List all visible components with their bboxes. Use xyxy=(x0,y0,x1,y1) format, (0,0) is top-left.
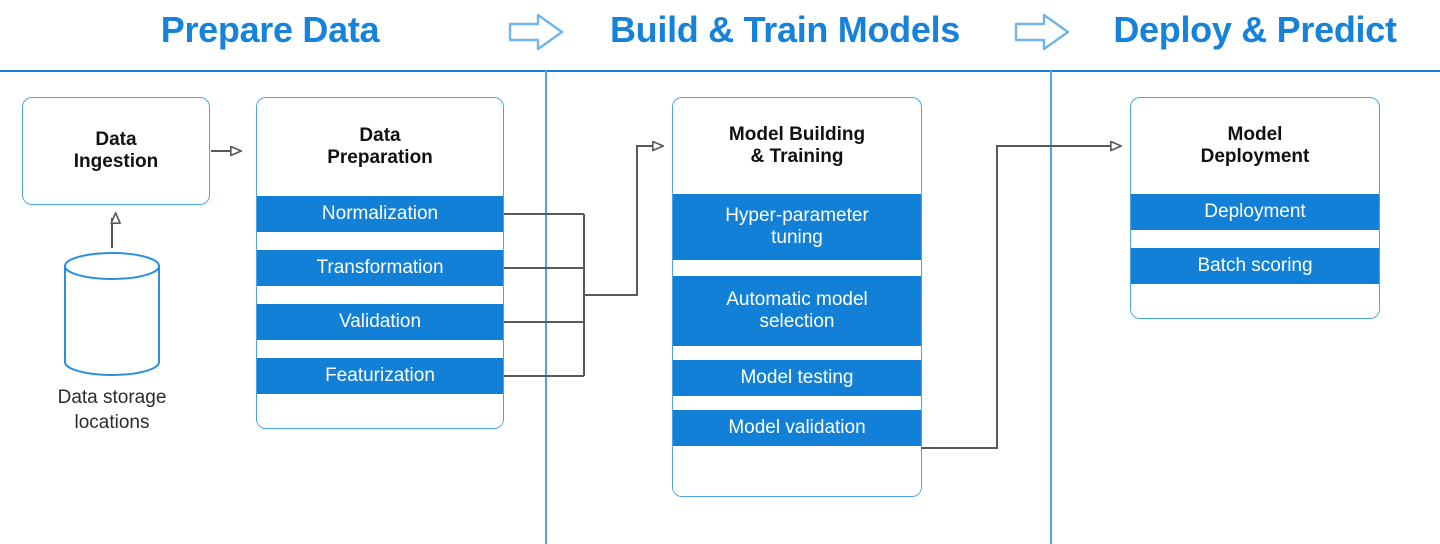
cylinder-icon xyxy=(62,250,162,378)
storage-label: Data storage locations xyxy=(57,387,167,433)
connector-building-to-deployment xyxy=(921,146,1111,449)
card-data-preparation[interactable]: Data Preparation Normalization Transform… xyxy=(256,97,504,429)
list-item-validation[interactable]: Validation xyxy=(257,304,503,340)
bar-gap xyxy=(673,396,921,410)
phase-title-deploy-predict: Deploy & Predict xyxy=(1113,9,1397,50)
phase-divider-2 xyxy=(1050,70,1052,544)
bar-gap xyxy=(257,340,503,358)
list-item-featurization[interactable]: Featurization xyxy=(257,358,503,394)
card-data-ingestion[interactable]: Data Ingestion xyxy=(22,97,210,205)
header-divider-horizontal xyxy=(0,70,1440,72)
bar-gap xyxy=(1131,230,1379,248)
bar-gap xyxy=(257,286,503,304)
phase-arrow-2-icon xyxy=(1014,12,1070,52)
bar-gap xyxy=(257,394,503,428)
list-item-deployment[interactable]: Deployment xyxy=(1131,194,1379,230)
card-model-deployment[interactable]: Model Deployment Deployment Batch scorin… xyxy=(1130,97,1380,319)
bar-gap xyxy=(257,232,503,250)
connector-preparation-to-building xyxy=(504,146,653,377)
bar-gap xyxy=(673,446,921,496)
list-item-model-testing[interactable]: Model testing xyxy=(673,360,921,396)
card-title-data-preparation: Data Preparation xyxy=(327,124,433,168)
list-item-model-validation[interactable]: Model validation xyxy=(673,410,921,446)
phase-arrow-1-icon xyxy=(508,12,564,52)
list-item-batch-scoring[interactable]: Batch scoring xyxy=(1131,248,1379,284)
list-item-normalization[interactable]: Normalization xyxy=(257,196,503,232)
bar-gap xyxy=(673,346,921,360)
list-item-automatic-model-selection[interactable]: Automatic model selection xyxy=(673,276,921,346)
list-item-transformation[interactable]: Transformation xyxy=(257,250,503,286)
phase-divider-1 xyxy=(545,70,547,544)
list-item-hyper-parameter-tuning[interactable]: Hyper-parameter tuning xyxy=(673,194,921,260)
bar-gap xyxy=(1131,284,1379,318)
card-title-data-ingestion: Data Ingestion xyxy=(73,128,159,172)
card-model-building-training[interactable]: Model Building & Training Hyper-paramete… xyxy=(672,97,922,497)
card-title-model-deployment: Model Deployment xyxy=(1200,123,1310,167)
card-title-model-building-training: Model Building & Training xyxy=(728,123,866,167)
phase-title-build-train-models: Build & Train Models xyxy=(609,9,961,50)
phase-title-prepare-data: Prepare Data xyxy=(160,9,380,50)
bar-gap xyxy=(673,260,921,276)
